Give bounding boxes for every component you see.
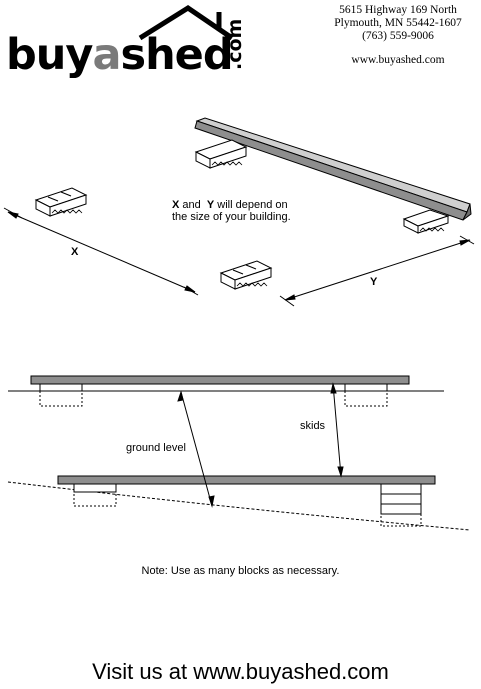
label-y: Y [370, 276, 378, 288]
logo-part-shed: shed [120, 30, 233, 80]
block-under-skid-left [194, 139, 248, 169]
label-x: X [71, 246, 79, 258]
block-top-mid [219, 260, 273, 290]
address-street: 5615 Highway 169 North [339, 4, 457, 16]
blocks-note: Note: Use as many blocks as necessary. [141, 565, 340, 577]
xy-note-and: and [182, 199, 201, 211]
xy-note-rest: will depend on [217, 199, 288, 211]
block-level-left [39, 383, 83, 407]
address-city: Plymouth, MN 55442-1607 [334, 17, 462, 29]
address-phone: (763) 559-9006 [362, 30, 434, 42]
skids-arrow [330, 382, 344, 478]
logo-wordmark: buyashed [6, 34, 234, 77]
xy-note: X and Y will depend on the size of your … [172, 199, 291, 223]
skid-level [30, 375, 410, 385]
block-level-right [344, 383, 388, 407]
block-top-left [34, 187, 88, 217]
logo-part-a: a [92, 30, 121, 80]
address-block: 5615 Highway 169 North Plymouth, MN 5544… [322, 4, 474, 67]
block-stack-right [380, 483, 422, 527]
label-ground-level: ground level [126, 442, 186, 454]
logo-suffix: .com [224, 18, 246, 70]
xy-note-y: Y [206, 199, 215, 211]
logo-part-buy: buy [6, 30, 93, 80]
block-under-skid-right [402, 209, 450, 234]
block-slope-left [73, 483, 117, 507]
ground-line-slope [7, 481, 471, 531]
label-skids: skids [300, 420, 326, 432]
skid-slope [57, 475, 436, 485]
skid-board [194, 117, 472, 221]
xy-note-line2: the size of your building. [172, 211, 291, 223]
xy-note-x: X [172, 199, 180, 211]
xy-note-line1: X and Y will depend on [172, 199, 291, 211]
address-website[interactable]: www.buyashed.com [351, 54, 445, 66]
footer-visit[interactable]: Visit us at www.buyashed.com [92, 659, 389, 684]
dimension-x [3, 207, 199, 296]
ground-level-arrow [177, 390, 215, 508]
logo-house-icon [138, 5, 234, 41]
dimension-y [279, 235, 475, 307]
